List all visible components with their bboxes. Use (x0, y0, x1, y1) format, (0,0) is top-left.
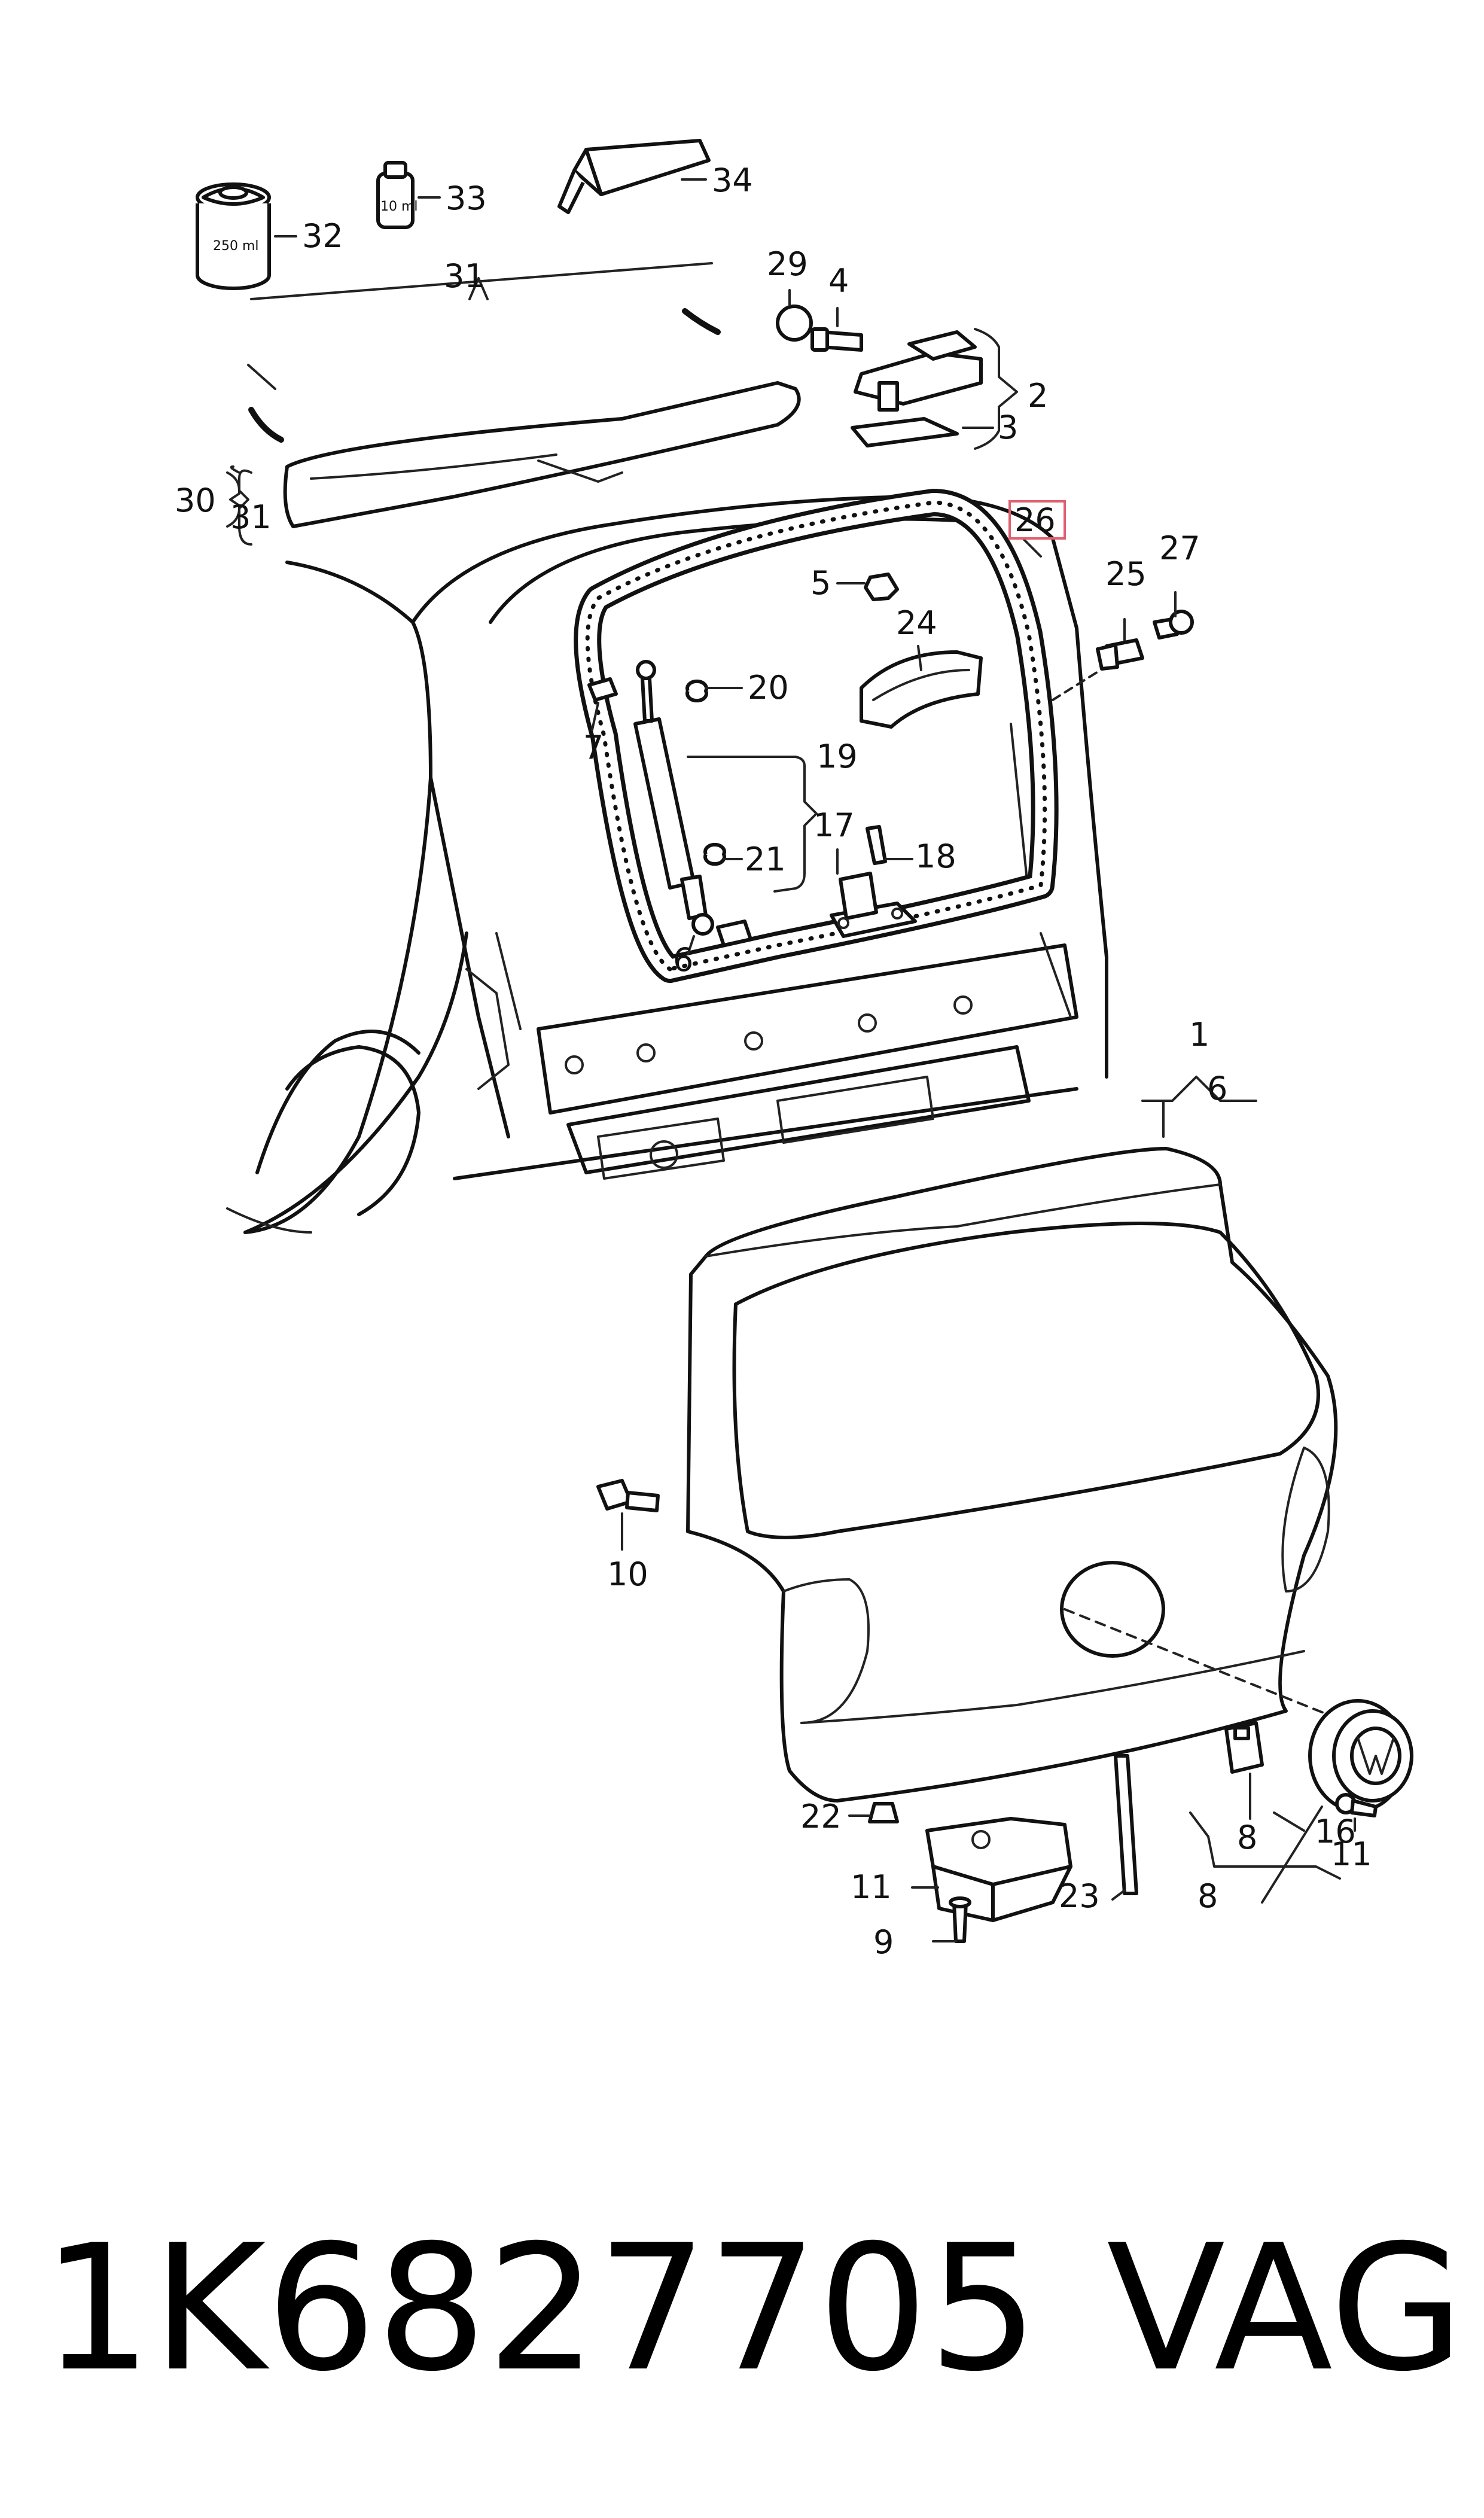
callout-4: 4 (828, 262, 849, 300)
callout-29: 23 (1059, 1877, 1100, 1915)
callout-7: 7 (583, 729, 604, 766)
vehicle-body (226, 495, 1108, 1234)
tailgate (686, 1147, 1338, 1803)
nut-26 (868, 1802, 899, 1823)
gas-strut (633, 660, 714, 936)
callout-32: 32 (302, 217, 343, 255)
wiring-loom-25 (860, 650, 983, 729)
rod-29 (1114, 1754, 1138, 1895)
callout-6-bottom: 6 (1207, 1070, 1227, 1107)
can-volume-label: 250 ml (213, 239, 259, 254)
callout-14: 10 (607, 1555, 648, 1593)
callout-25: 24 (896, 604, 937, 642)
callout-10: 9 (873, 1923, 894, 1961)
callout-31-side: 31 (230, 498, 272, 536)
hinge-assembly (776, 305, 983, 447)
callout-11: 11 (1331, 1835, 1372, 1873)
vw-emblem-16 (1308, 1699, 1413, 1813)
callout-33: 33 (446, 179, 487, 217)
footer: 1K6827705 VAG (42, 2213, 1465, 2405)
callouts: 32 33 34 31 29 4 2 3 30 31 26 27 25 5 24… (175, 162, 1372, 1961)
callout-1: 1 (1189, 1016, 1209, 1054)
bottle-10ml: 10 ml (376, 161, 418, 229)
callout-18: 18 (915, 838, 956, 875)
bottle-volume-label: 10 ml (380, 199, 418, 214)
callout-26: 22 (800, 1798, 842, 1835)
callout-6-top: 6 (673, 941, 693, 979)
sealant-can-250ml: 250 ml (196, 182, 271, 290)
callout-9: 8 (1237, 1819, 1257, 1856)
bolt-14 (596, 1479, 660, 1512)
callout-16: 16 (1315, 1813, 1356, 1850)
leader-lines (226, 178, 1356, 1942)
seal-22 (574, 489, 1059, 983)
ball-studs (587, 677, 752, 947)
callout-20: 20 (748, 669, 789, 707)
callout-23: 27 (1159, 529, 1200, 567)
lock-striker-17 (830, 825, 917, 938)
adhesive-tube (557, 139, 711, 214)
callout-5: 5 (810, 564, 831, 602)
fasteners-23-24 (1052, 610, 1194, 701)
callout-19: 19 (816, 738, 858, 775)
callout-3: 3 (998, 409, 1018, 446)
spoiler (248, 308, 801, 528)
callout-15: 11 (851, 1868, 892, 1906)
brand: VAG (1107, 2208, 1464, 2410)
callout-24: 25 (1105, 555, 1147, 593)
callout-31-top: 31 (444, 257, 485, 295)
callout-8: 8 (1197, 1877, 1218, 1915)
switch-9 (1224, 1721, 1264, 1774)
callout-34: 34 (712, 162, 753, 199)
callout-21: 21 (745, 841, 786, 878)
screw-10 (949, 1896, 971, 1943)
callout-22-highlight (1008, 500, 1066, 540)
part-number: 1K6827705 (42, 2208, 1039, 2410)
callout-17: 17 (813, 806, 855, 844)
nut-5 (864, 573, 899, 601)
screw-11 (1335, 1793, 1378, 1817)
callout-27: 29 (767, 245, 808, 283)
callout-2: 2 (1028, 377, 1048, 415)
lock-15 (925, 1817, 1072, 1922)
callout-22: 26 (1014, 501, 1056, 539)
callout-30: 30 (175, 482, 216, 519)
